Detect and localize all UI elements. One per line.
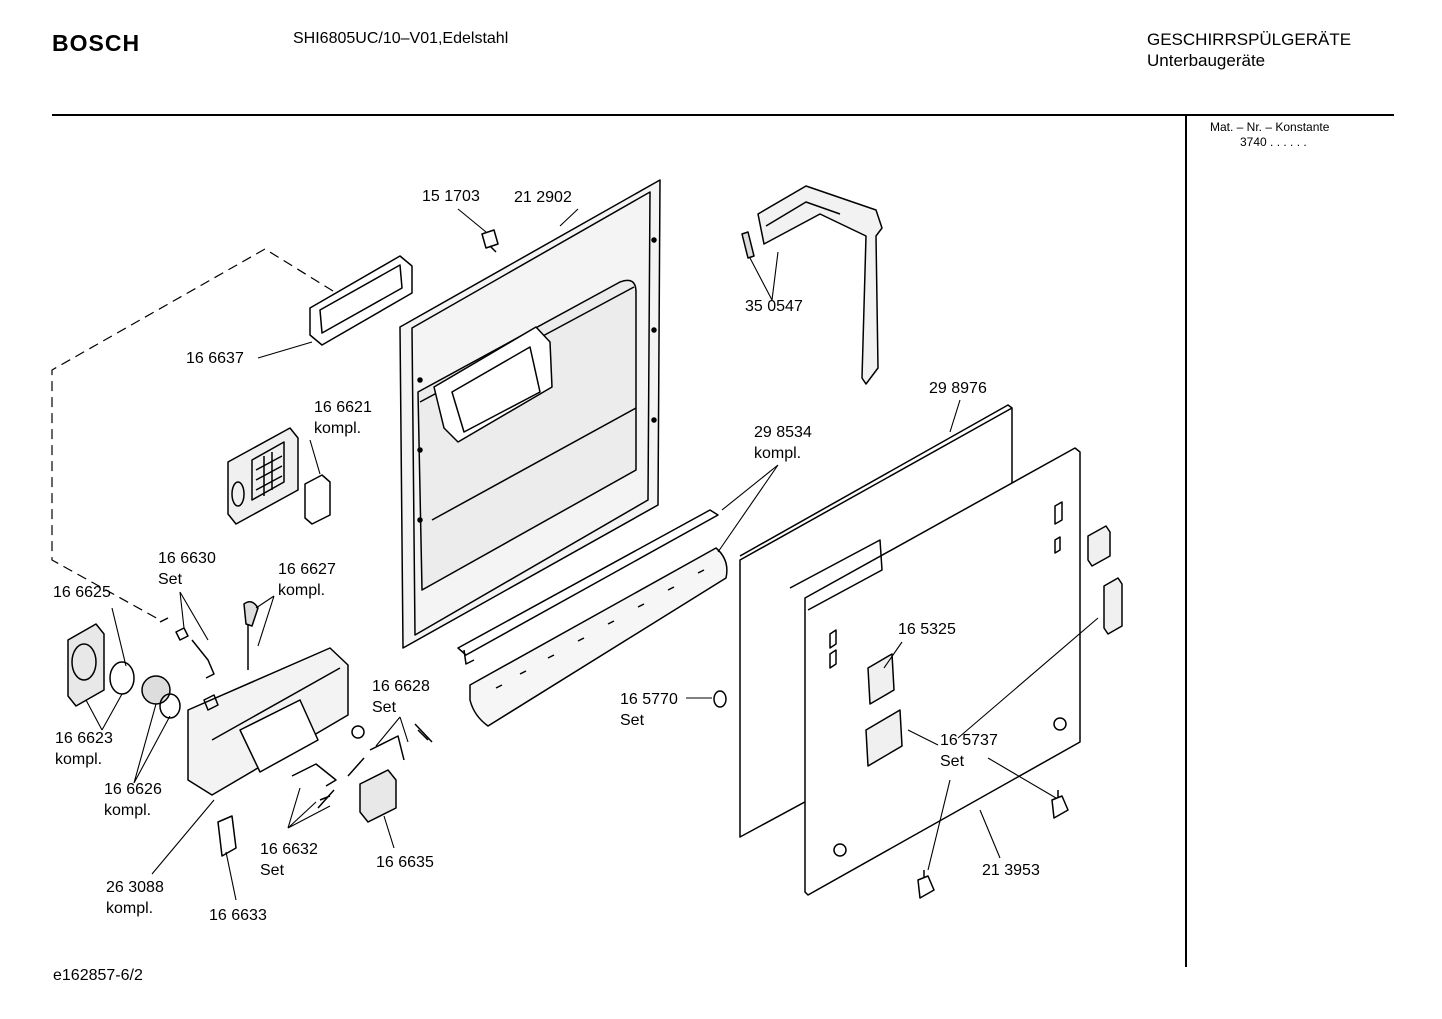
front-panel-part: [789, 447, 1081, 896]
hinge-clip-parts: [865, 525, 1123, 899]
part-label-263088: 26 3088: [106, 879, 164, 896]
part-label-166630-sub: Set: [158, 571, 183, 588]
part-label-298976: 29 8976: [929, 380, 987, 397]
handle-bracket-part: [741, 185, 883, 385]
part-label-166623: 16 6623: [55, 730, 113, 747]
part-label-166623-sub: kompl.: [55, 751, 103, 768]
part-label-151703: 15 1703: [422, 188, 480, 205]
part-label-298534: 29 8534: [754, 424, 812, 441]
sidebar-divider: [1185, 116, 1187, 967]
part-label-166627: 16 6627: [278, 561, 336, 578]
header-divider: [52, 114, 1394, 116]
brand-logo: BOSCH: [52, 30, 141, 56]
leader-lines: [85, 208, 1099, 901]
part-label-165770: 16 5770: [620, 691, 678, 708]
part-label-165770-sub: Set: [620, 712, 645, 729]
material-number-value: 3740 . . . . . .: [1240, 135, 1307, 149]
part-label-166628: 16 6628: [372, 678, 430, 695]
part-label-165737-sub: Set: [940, 753, 965, 770]
dispenser-cover-part: [227, 427, 331, 525]
screw-part: [481, 229, 499, 253]
part-label-212902: 21 2902: [514, 189, 572, 206]
material-number-label: Mat. – Nr. – Konstante: [1210, 120, 1330, 134]
category-title: GESCHIRRSPÜLGERÄTE: [1147, 30, 1352, 49]
part-label-213953: 21 3953: [982, 862, 1040, 879]
part-label-166635: 16 6635: [376, 854, 434, 871]
assembly-dashed-line: [51, 248, 334, 621]
part-label-350547: 35 0547: [745, 298, 803, 315]
part-label-166632: 16 6632: [260, 841, 318, 858]
part-label-166628-sub: Set: [372, 699, 397, 716]
part-label-165737: 16 5737: [940, 732, 998, 749]
knob-part: [713, 690, 727, 708]
part-label-166625: 16 6625: [53, 584, 111, 601]
part-label-166633: 16 6633: [209, 907, 267, 924]
small-parts-left: [67, 601, 433, 857]
part-label-166621: 16 6621: [314, 399, 372, 416]
part-label-166637: 16 6637: [186, 350, 244, 367]
part-label-166630: 16 6630: [158, 550, 216, 567]
part-label-263088-sub: kompl.: [106, 900, 154, 917]
part-label-166626-sub: kompl.: [104, 802, 152, 819]
part-label-165325: 16 5325: [898, 621, 956, 638]
bottom-strip-part: [457, 509, 728, 727]
part-label-166626: 16 6626: [104, 781, 162, 798]
model-title: SHI6805UC/10–V01,Edelstahl: [293, 30, 509, 47]
lock-housing-part: [187, 647, 349, 796]
drawing-code: e162857-6/2: [53, 967, 143, 984]
part-label-298534-sub: kompl.: [754, 445, 802, 462]
part-label-166627-sub: kompl.: [278, 582, 326, 599]
part-label-166621-sub: kompl.: [314, 420, 362, 437]
category-subtitle: Unterbaugeräte: [1147, 51, 1266, 70]
seal-frame-part: [309, 255, 413, 346]
inner-door-panel: [399, 179, 661, 649]
part-label-166632-sub: Set: [260, 862, 285, 879]
